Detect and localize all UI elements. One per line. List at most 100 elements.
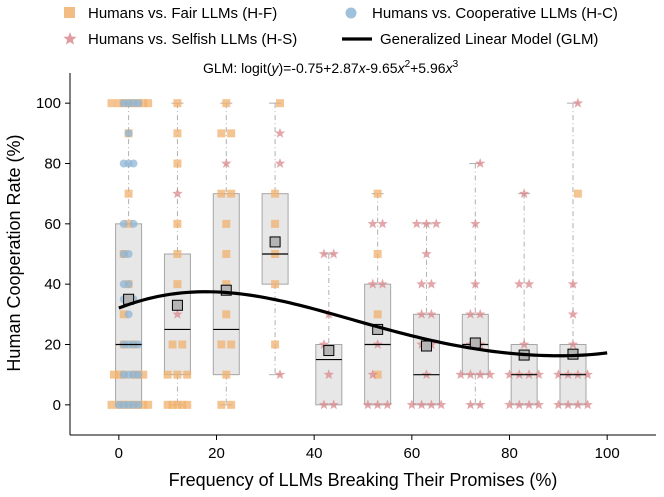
point-hs xyxy=(377,278,388,289)
point-hf xyxy=(217,400,226,409)
point-hs xyxy=(562,399,574,410)
point-hf xyxy=(173,280,182,289)
x-tick-label: 60 xyxy=(403,445,420,462)
point-hs xyxy=(416,278,427,289)
point-hc xyxy=(124,310,133,319)
point-hs xyxy=(572,399,584,410)
point-hs xyxy=(318,399,330,410)
glm-equation-annotation: GLM: logit(y)=-0.75+2.87x-9.65x2+5.96x3 xyxy=(203,59,459,76)
point-hs xyxy=(504,369,515,380)
point-hs xyxy=(474,308,486,319)
legend-marker-hf xyxy=(64,7,75,18)
point-hs xyxy=(367,278,378,289)
point-hs xyxy=(323,369,335,380)
point-hf xyxy=(222,219,231,228)
point-hc xyxy=(124,129,133,138)
point-hf xyxy=(173,250,182,258)
legend-label-glm: Generalized Linear Model (GLM) xyxy=(380,31,598,48)
x-tick-label: 100 xyxy=(595,445,620,462)
x-axis-label: Frequency of LLMs Breaking Their Promise… xyxy=(169,470,558,490)
y-tick-label: 40 xyxy=(44,276,61,293)
point-hs xyxy=(372,399,383,410)
point-hs xyxy=(421,248,432,259)
point-hf xyxy=(275,99,284,108)
point-hf xyxy=(114,99,123,108)
point-hf xyxy=(222,310,231,319)
point-hs xyxy=(533,399,545,410)
x-tick-label: 80 xyxy=(501,445,518,462)
point-hf xyxy=(271,280,280,289)
point-hs xyxy=(455,369,466,380)
point-hs xyxy=(172,188,183,199)
legend-marker-hc xyxy=(345,7,357,19)
point-hf xyxy=(178,340,187,349)
point-hf xyxy=(124,219,133,228)
point-hs xyxy=(426,308,437,319)
point-hf xyxy=(163,400,172,409)
point-hc xyxy=(124,250,133,258)
point-hs xyxy=(474,399,486,410)
point-hf xyxy=(163,370,172,379)
y-tick-label: 60 xyxy=(44,216,61,233)
point-hs xyxy=(318,339,330,349)
point-hf xyxy=(217,340,226,349)
point-hs xyxy=(367,369,378,380)
point-hf xyxy=(227,400,236,409)
point-hf xyxy=(222,370,231,379)
y-tick-label: 100 xyxy=(36,95,61,112)
point-hf xyxy=(173,400,182,409)
point-hs xyxy=(465,399,476,410)
point-hs xyxy=(426,278,437,289)
box-7 xyxy=(412,313,440,406)
point-hf xyxy=(178,400,187,409)
point-hs xyxy=(221,158,232,168)
point-hf xyxy=(109,370,118,379)
y-tick-label: 80 xyxy=(44,156,61,173)
point-hs xyxy=(567,308,579,319)
point-hc xyxy=(114,400,123,409)
point-hf xyxy=(217,129,226,138)
point-hf xyxy=(271,219,280,228)
point-hf xyxy=(222,99,231,108)
point-hs xyxy=(465,369,476,380)
point-hf xyxy=(144,400,153,409)
point-hf xyxy=(173,99,182,108)
point-hs xyxy=(514,278,525,289)
legend-label-hs: Humans vs. Selfish LLMs (H-S) xyxy=(88,31,297,48)
point-hf xyxy=(107,99,116,108)
mean-marker-5 xyxy=(323,345,335,357)
point-hs xyxy=(484,369,496,380)
point-hf xyxy=(139,400,148,409)
point-hs xyxy=(172,308,183,319)
point-hs xyxy=(318,248,330,259)
legend-entry-hc: Humans vs. Cooperative LLMs (H-C) xyxy=(345,5,618,22)
point-hf xyxy=(373,250,382,258)
point-hs xyxy=(274,369,286,380)
point-hf xyxy=(139,370,148,379)
point-hs xyxy=(426,399,437,410)
point-hs xyxy=(421,218,432,229)
point-hc xyxy=(129,219,138,228)
point-hf xyxy=(227,129,236,138)
medians-layer xyxy=(115,253,586,376)
glm-curve xyxy=(118,290,608,358)
point-hs xyxy=(582,369,593,380)
point-hc xyxy=(119,219,128,228)
plot-area xyxy=(107,97,608,410)
point-hs xyxy=(567,278,579,289)
mean-marker-7 xyxy=(420,340,432,352)
means-layer xyxy=(123,236,579,361)
legend-entry-hs: Humans vs. Selfish LLMs (H-S) xyxy=(63,31,297,48)
point-hf xyxy=(227,340,236,349)
point-hs xyxy=(411,218,422,229)
point-hs xyxy=(328,248,339,259)
point-hf xyxy=(173,370,182,379)
x-tick-label: 0 xyxy=(115,445,123,462)
point-hs xyxy=(533,369,545,380)
point-hs xyxy=(582,399,593,410)
mean-marker-8 xyxy=(469,337,481,349)
y-tick-label: 20 xyxy=(44,337,61,354)
